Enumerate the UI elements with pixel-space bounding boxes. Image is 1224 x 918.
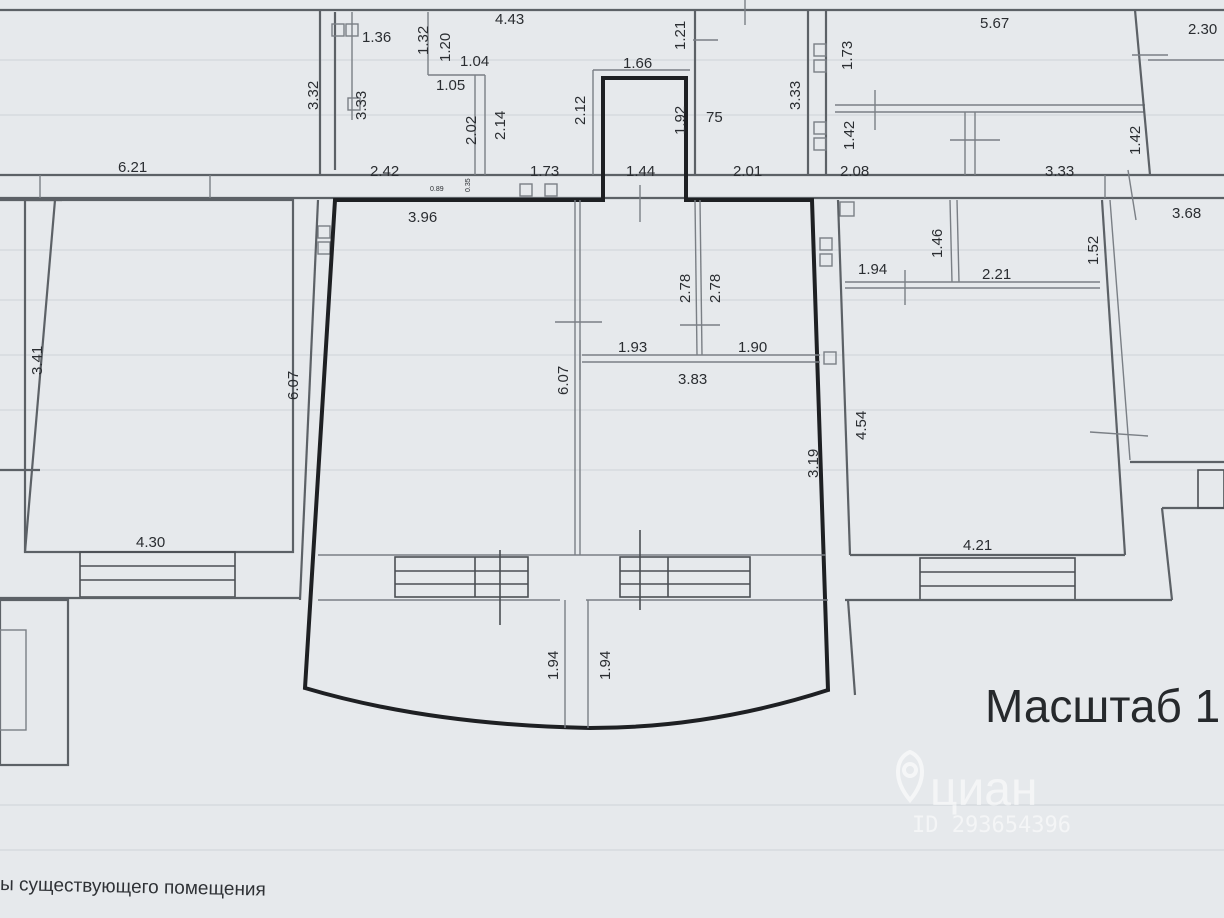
footer-caption: ы существующего помещения [0,874,266,901]
dim-label: 1.46 [929,229,946,258]
dim-label: 2.21 [982,266,1011,283]
dim-label: 5.67 [980,15,1009,32]
dim-label: 4.54 [853,411,870,440]
dim-label: 3.83 [678,371,707,388]
dim-label: 1.90 [738,339,767,356]
dim-label: 2.42 [370,163,399,180]
dim-label: 1.94 [545,651,562,680]
dim-label: 2.12 [572,96,589,125]
dim-label: 4.43 [495,11,524,28]
watermark: циан ID 293654396 [896,749,1071,838]
dim-label: 0.35 [465,178,472,192]
left-room [0,198,320,767]
dim-label: 1.42 [841,121,858,150]
dim-label: 2.01 [733,163,762,180]
dim-label: 6.21 [118,159,147,176]
dim-label: 2.30 [1188,21,1217,38]
dim-label: 3.33 [1045,163,1074,180]
location-pin-icon [896,749,924,804]
dim-label: 1.20 [437,33,454,62]
dim-label: 3.68 [1172,205,1201,222]
scale-label: Масштаб 1 [985,680,1220,732]
dim-label: 1.52 [1085,236,1102,265]
dim-label: 1.36 [362,29,391,46]
dim-label: 4.30 [136,534,165,551]
dim-label: 6.07 [285,371,302,400]
right-room [836,199,1224,696]
dim-label: 1.93 [618,339,647,356]
dim-label: 1.66 [623,55,652,72]
dimension-labels: 1.36 1.32 1.20 1.04 1.05 3.32 3.33 2.02 … [29,11,1217,680]
dim-label: 1.21 [672,21,689,50]
dim-label: 1.73 [839,41,856,70]
dim-label: 1.44 [626,163,655,180]
dim-label: 1.94 [858,261,887,278]
watermark-logo: циан [930,763,1038,816]
top-rooms-walls [0,0,1224,365]
dim-label: 3.19 [805,449,822,478]
dim-label: 75 [706,109,723,126]
dim-label: 1.05 [436,77,465,94]
center-unit [302,76,831,731]
unit-outline [302,76,831,731]
dim-label: 2.78 [677,274,694,303]
dim-label: 1.32 [415,26,432,55]
dim-label: 6.07 [555,366,572,395]
dim-label: 3.33 [353,91,370,120]
dim-label: 4.21 [963,537,992,554]
dim-label: 0.89 [430,186,444,193]
watermark-id: ID 293654396 [912,813,1071,838]
dim-label: 2.02 [463,116,480,145]
dim-label: 3.33 [787,81,804,110]
dim-label: 1.94 [597,651,614,680]
dim-label: 2.08 [840,163,869,180]
dim-label: 1.42 [1127,126,1144,155]
dim-label: 1.04 [460,53,489,70]
dim-label: 2.14 [492,111,509,140]
dim-label: 3.32 [305,81,322,110]
dim-label: 3.96 [408,209,437,226]
dim-label: 2.78 [707,274,724,303]
dim-label: 1.92 [672,106,689,135]
dim-label: 3.41 [29,346,46,375]
dim-label: 1.73 [530,163,559,180]
